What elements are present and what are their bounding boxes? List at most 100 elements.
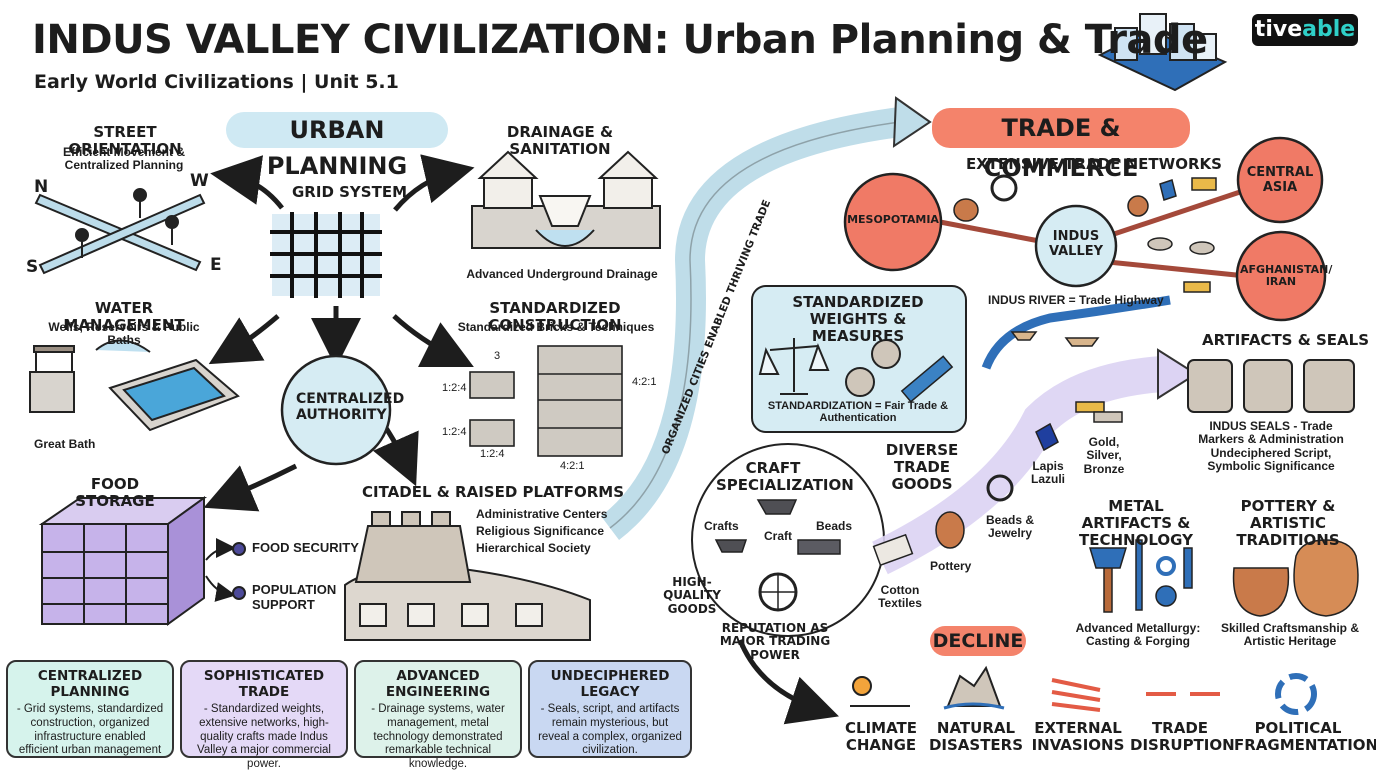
outcome-food-security: FOOD SECURITY [232,540,359,556]
urban-planning-label: URBAN PLANNING [226,112,448,180]
construction-title: STANDARDIZED CONSTRUCTION [488,299,622,334]
water-management-title: WATER MANAGEMENT [63,299,185,334]
partner-afghanistan-iran: AFGHANISTAN/ IRAN [1240,263,1333,289]
brick-ratio-d: 4:2:1 [632,376,657,388]
brick-ratio-c: 1:2:4 [480,448,505,460]
seals-desc: INDUS SEALS - Trade Markers & Administra… [1198,419,1344,474]
seals-icons [1187,359,1355,413]
bricks-icon [469,345,623,457]
craft-title: CRAFT SPECIALIZATION [716,459,854,494]
decline-label: DECLINE [930,626,1026,656]
summary-body: - Grid systems, standardized constructio… [16,703,164,757]
bullet-dot [232,541,246,556]
ruler-icon [900,355,954,403]
boats-icon [1010,331,1100,347]
decline-icons [850,665,1317,715]
node-central-asia [1236,136,1324,224]
weights-caption: STANDARDIZATION = Fair Trade & Authentic… [767,400,949,425]
page-subtitle: Early World Civilizations | Unit 5.1 [34,71,399,93]
craft-label-crafts: Crafts [704,519,739,533]
partner-mesopotamia: MESOPOTAMIA [847,213,939,226]
decline-political: POLITICAL FRAGMENTATION [1234,719,1376,754]
craft-icons [714,499,841,612]
summary-title: ADVANCED ENGINEERING [385,668,491,700]
direction-n: N [34,177,49,197]
decline-disasters: NATURAL DISASTERS [928,719,1024,754]
great-bath-icon [95,339,240,432]
good-lapis: Lapis Lazuli [1030,459,1065,487]
good-metals: Gold, Silver, Bronze [1083,435,1125,476]
node-mesopotamia [843,172,943,272]
bullet-dot [232,586,246,600]
node-afghanistan-iran [1235,230,1327,322]
high-quality-goods: HIGH-QUALITY GOODS [663,575,721,616]
trade-networks-title: EXTENSIVE TRADE NETWORKS [966,155,1222,173]
brick-ratio-a: 1:2:4 [442,382,467,394]
indus-river-icon [981,295,1171,370]
hub-indus-valley: INDUS VALLEY [1048,229,1104,259]
metal-artifacts-icons [1088,539,1193,613]
summary-body: - Standardized weights, extensive networ… [197,703,331,771]
reputation-label: REPUTATION AS MAJOR TRADING POWER [719,621,831,662]
seal-weight-icon-2 [845,367,875,397]
street-orientation-title: STREET ORIENTATION [68,123,182,158]
brand-logo-part1: tive [1254,17,1303,42]
node-indus-valley [1034,204,1118,288]
citadel-point-3: Hierarchical Society [476,541,591,555]
city-icon [1097,13,1228,92]
connector-arrowhead [892,96,932,148]
pottery-title: POTTERY & ARTISTIC TRADITIONS [1236,497,1340,549]
craft-label-beads: Beads [816,519,853,533]
outcome-population-support: POPULATION SUPPORT [232,582,342,612]
brick-ratio-b: 1:2:4 [442,426,467,438]
artifacts-title: ARTIFACTS & SEALS [1202,331,1370,349]
storage-arrows [205,538,236,602]
pottery-icons [1232,539,1359,617]
scale-icon [758,338,830,395]
brick-ratio-e: 4:2:1 [560,460,585,472]
grid-system-label: GRID SYSTEM [292,183,407,201]
partner-central-asia: CENTRAL ASIA [1246,165,1314,195]
summary-centralized-planning: CENTRALIZED PLANNING - Grid systems, sta… [6,660,174,758]
drainage-caption: Advanced Underground Drainage [466,267,658,281]
outcome-population-support-label: POPULATION SUPPORT [252,582,337,612]
authority-circle [280,354,392,466]
goods-icons [872,401,1123,567]
river-caption: INDUS RIVER = Trade Highway [988,293,1164,307]
decline-climate: CLIMATE CHANGE [845,719,917,754]
seal-weight-icon [871,339,901,369]
summary-advanced-engineering: ADVANCED ENGINEERING - Drainage systems,… [354,660,522,770]
page-title: INDUS VALLEY CIVILIZATION: Urban Plannin… [32,17,1208,63]
summary-title: CENTRALIZED PLANNING [37,668,143,700]
summary-sophisticated-trade: SOPHISTICATED TRADE - Standardized weigh… [180,660,348,770]
planning-arrows [203,154,839,725]
weights-title: STANDARDIZED WEIGHTS & MEASURES [792,293,924,345]
direction-e: E [210,255,222,275]
decline-trade-disruption: TRADE DISRUPTION [1130,719,1235,754]
decline-invasions: EXTERNAL INVASIONS [1031,719,1125,754]
trade-goods-title: DIVERSE TRADE GOODS [885,441,959,493]
street-orientation-desc: Efficient Movement & Centralized Plannin… [62,145,185,173]
direction-s: S [26,257,39,277]
brand-logo-part2: able [1302,17,1356,42]
good-pottery: Pottery [930,559,972,573]
centralized-authority-label: CENTRALIZED AUTHORITY [296,391,405,423]
trade-goods-icons [953,174,1217,293]
summary-body: - Drainage systems, water management, me… [371,703,505,771]
drainage-title: DRAINAGE & SANITATION [506,123,614,158]
good-cotton: Cotton Textiles [878,583,922,611]
construction-desc: Standardized Bricks & Techniques [457,320,655,334]
granary-icon [38,496,208,626]
craft-label-craft: Craft [764,529,793,543]
citadel-icon [344,511,591,641]
direction-w: W [190,171,209,191]
citadel-point-1: Administrative Centers [476,507,608,521]
street-compass-icon [34,188,206,275]
pottery-caption: Skilled Craftsmanship & Artistic Heritag… [1220,621,1360,649]
food-storage-title: FOOD STORAGE [75,475,155,510]
citadel-title: CITADEL & RAISED PLATFORMS [362,483,625,501]
drainage-icon [471,150,661,249]
metal-artifacts-caption: Advanced Metallurgy: Casting & Forging [1075,621,1201,649]
